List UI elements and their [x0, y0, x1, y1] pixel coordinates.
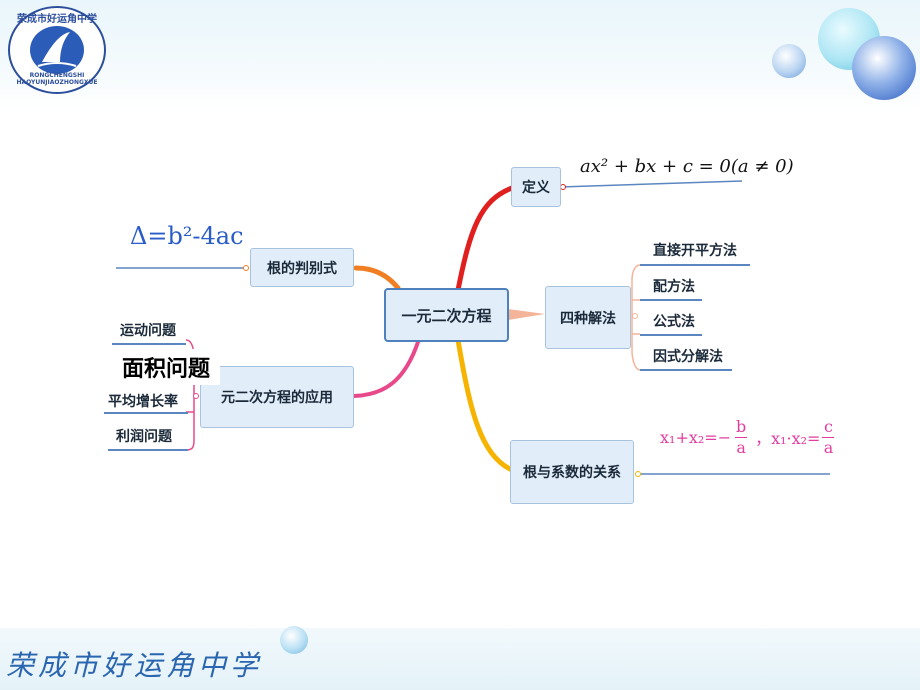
vieta-fraction-ba: b a [735, 416, 748, 457]
center-node: 一元二次方程 [384, 288, 509, 342]
problem-underline [108, 449, 188, 451]
vieta-sum: x₁+x₂=− [660, 427, 732, 447]
bubble-decoration [280, 626, 308, 654]
solving-label: 四种解法 [560, 310, 616, 327]
problem-item: 平均增长率 [108, 394, 178, 410]
bubble-decoration [772, 44, 806, 78]
definition-formula: ax² + bx + c = 0(a ≠ 0) [580, 156, 794, 177]
center-node-label: 一元二次方程 [401, 306, 492, 325]
sail-icon [37, 32, 77, 67]
definition-node: 定义 [511, 167, 561, 207]
problem-item-highlighted: 面积问题 [112, 349, 220, 385]
vieta-label: 根与系数的关系 [523, 465, 621, 481]
application-label: 元二次方程的应用 [221, 390, 333, 406]
problem-underline [112, 343, 186, 345]
vieta-fraction-ca: c a [822, 416, 835, 457]
vieta-node: 根与系数的关系 [510, 440, 634, 504]
footer-school-name: 荣成市好运角中学 [6, 649, 263, 682]
definition-label: 定义 [522, 180, 550, 196]
discriminant-formula: Δ=b²-4ac [130, 222, 244, 250]
bubble-decoration [852, 36, 916, 100]
method-underline [640, 264, 750, 266]
method-item: 公式法 [653, 314, 695, 330]
application-node: 元二次方程的应用 [200, 366, 354, 428]
solving-node: 四种解法 [545, 286, 631, 349]
vieta-product: ，x₁·x₂= [755, 429, 821, 448]
problem-item: 运动问题 [120, 323, 176, 339]
vieta-formula: x₁+x₂=− b a ，x₁·x₂= c a [660, 410, 836, 464]
logo-emblem [30, 26, 84, 74]
header-band [0, 0, 920, 110]
logo-school-name: 荣成市好运角中学 [17, 14, 97, 25]
method-underline [640, 299, 702, 301]
discriminant-label: 根的判别式 [267, 260, 337, 277]
method-item: 直接开平方法 [653, 243, 737, 259]
footer-band [0, 628, 920, 690]
method-item: 配方法 [653, 279, 695, 295]
method-underline [640, 369, 732, 371]
problem-item: 利润问题 [116, 429, 172, 445]
problem-underline [104, 412, 188, 414]
discriminant-node: 根的判别式 [250, 248, 354, 287]
logo-school-pinyin: RONGCHENGSHI HAOYUNJIAOZHONGXUE [16, 72, 98, 86]
school-logo: 荣成市好运角中学 RONGCHENGSHI HAOYUNJIAOZHONGXUE [8, 6, 106, 94]
method-underline [640, 334, 702, 336]
method-item: 因式分解法 [653, 349, 723, 365]
